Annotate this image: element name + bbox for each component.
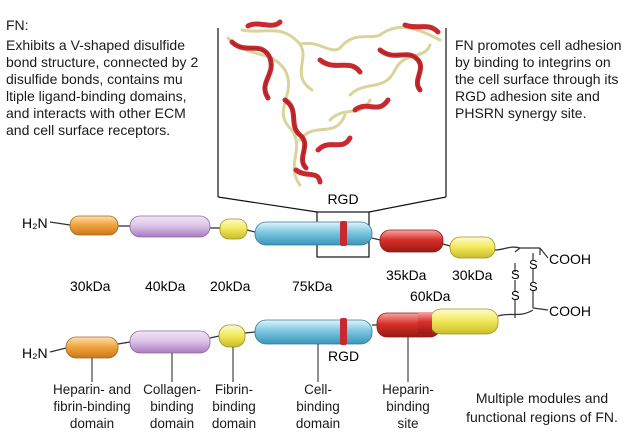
bottom-c-terminus: COOH [549, 303, 591, 319]
bottom-orange-module [65, 336, 119, 359]
domain-label-fibrin: Fibrin- binding domain [211, 382, 257, 431]
bottom-rgd-site [340, 318, 347, 345]
size-label: 40kDa [145, 278, 186, 294]
bottom-module-overlap [418, 312, 432, 334]
bottom-c-terminal-module [429, 308, 499, 335]
size-labels: 30kDa 40kDa 20kDa 75kDa 35kDa 30kDa 60kD… [70, 267, 493, 304]
disulfide-s1: S [511, 267, 520, 282]
top-c-terminus: COOH [549, 251, 591, 267]
size-label: 20kDa [210, 278, 251, 294]
top-collagen-module [129, 215, 211, 238]
size-label: 60kDa [410, 288, 451, 304]
top-n-terminus: H₂N [22, 215, 48, 231]
top-cell-binding-module [254, 221, 373, 246]
protein-structure-image [226, 19, 442, 187]
disulfide-s2: S [511, 288, 520, 303]
fn-heading: FN: [6, 17, 29, 33]
structure-bracket [217, 28, 447, 213]
top-heparin-module [379, 229, 444, 253]
top-fibrin-module [219, 218, 248, 240]
figure-caption: Multiple modules and functional regions … [466, 390, 618, 425]
left-description: Exhibits a V-shaped disulfide bond struc… [6, 37, 199, 138]
domain-label-heparin-site: Heparin- binding site [382, 382, 434, 431]
domain-label-cell-binding: Cell- binding domain [295, 382, 341, 431]
size-label: 75kDa [292, 278, 333, 294]
size-label: 35kDa [386, 267, 427, 283]
bottom-chain: H₂N COOH RGD [22, 303, 591, 364]
top-rgd-site [340, 221, 347, 246]
domain-label-heparin-fibrin: Heparin- and fibrin-binding domain [52, 382, 132, 431]
bottom-cell-binding-module [254, 319, 373, 345]
disulfide-s3: S [529, 257, 538, 272]
disulfide-bridge: S S S S [511, 247, 549, 318]
right-description: FN promotes cell adhesion by binding to … [455, 37, 622, 121]
size-label: 30kDa [70, 278, 111, 294]
top-orange-module [69, 215, 119, 236]
rgd-label-top: RGD [327, 191, 358, 207]
size-label: 30kDa [452, 267, 493, 283]
top-c-terminal-module [449, 236, 496, 259]
disulfide-s4: S [529, 279, 538, 294]
top-chain: H₂N COOH [22, 215, 591, 267]
bottom-collagen-module [129, 330, 211, 354]
domain-leader-lines [91, 337, 409, 382]
domain-label-collagen: Collagen- binding domain [143, 382, 201, 431]
bottom-fibrin-module [218, 324, 246, 348]
bottom-n-terminus: H₂N [22, 345, 48, 361]
rgd-label-bottom: RGD [328, 348, 359, 364]
